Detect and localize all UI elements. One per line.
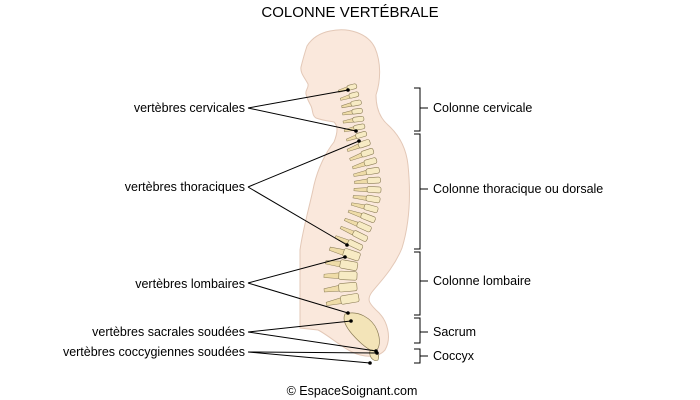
label-vertebres-lombaires: vertèbres lombaires <box>135 277 245 291</box>
region-brackets <box>414 87 428 364</box>
label-vertebres-sacrales: vertèbres sacrales soudées <box>92 325 245 339</box>
vertebra <box>354 176 381 184</box>
vertebra <box>346 139 371 152</box>
vertebra <box>342 108 363 116</box>
spine <box>323 83 382 306</box>
vertebra <box>339 91 360 101</box>
vertebra <box>349 148 375 162</box>
label-colonne-cervicale: Colonne cervicale <box>433 101 532 115</box>
label-colonne-thoracique: Colonne thoracique ou dorsale <box>433 182 603 196</box>
label-coccyx: Coccyx <box>433 349 475 363</box>
label-vertebres-thoraciques: vertèbres thoraciques <box>125 180 245 194</box>
vertebra <box>323 270 358 281</box>
vertebra <box>352 157 378 170</box>
vertebra <box>353 186 382 194</box>
vertebra <box>353 166 380 177</box>
vertebra <box>347 209 376 223</box>
label-vertebres-coccygiennes: vertèbres coccygiennes soudées <box>63 345 245 359</box>
vertebra <box>339 226 369 242</box>
body-silhouette <box>299 29 411 357</box>
vertebra <box>325 259 359 271</box>
vertebra <box>346 131 368 142</box>
label-sacrum: Sacrum <box>433 325 476 339</box>
vertebra <box>350 202 379 213</box>
vertebra <box>323 282 358 293</box>
label-colonne-lombaire: Colonne lombaire <box>433 274 531 288</box>
vertebra <box>342 115 365 124</box>
vertebra <box>352 194 381 204</box>
vertebra <box>341 99 362 109</box>
leader-dots <box>343 88 379 365</box>
label-vertebres-cervicales: vertèbres cervicales <box>134 101 245 115</box>
vertebra <box>328 246 361 262</box>
leader-lines <box>247 89 378 364</box>
vertebra <box>325 293 360 306</box>
vertebra <box>334 235 364 251</box>
copyright-credit: © EspaceSoignant.com <box>287 384 418 398</box>
diagram-title: COLONNE VERTÉBRALE <box>261 4 438 21</box>
vertebra <box>343 217 372 233</box>
